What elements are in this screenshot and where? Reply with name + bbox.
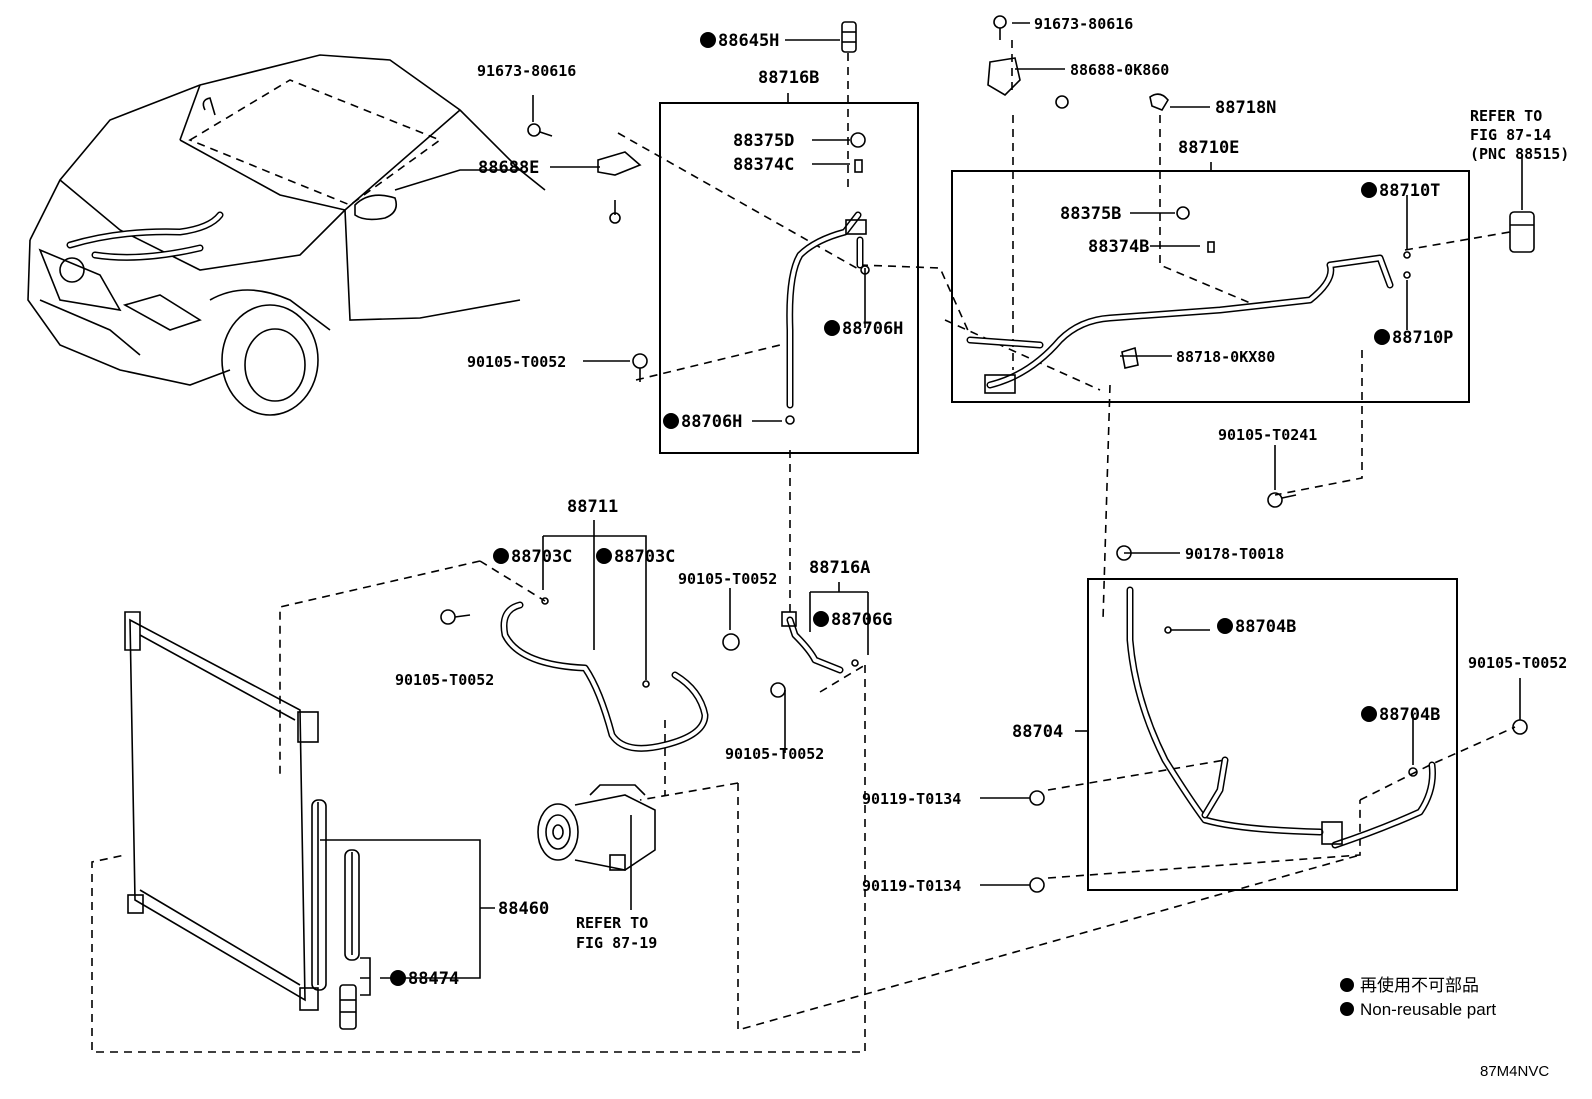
label-90105-T0052-d: 90105-T0052 [725,745,824,763]
non-reusable-dot-88703C-b [596,548,612,564]
clamp-88718N-icon [1149,93,1169,111]
legend-dot-english [1340,1002,1354,1016]
label-88706G: 88706G [831,610,892,630]
solid-leaders [320,22,1523,996]
non-reusable-dot-88706H-b [663,413,679,429]
label-88706H-b: 88706H [681,412,742,432]
label-88718-0KX80: 88718-0KX80 [1176,348,1275,366]
label-91673-80616-right: 91673-80616 [1034,15,1133,33]
refer-87-14-line3: (PNC 88515) [1470,145,1569,163]
compressor-icon [537,784,656,871]
refer-87-14-line2: FIG 87-14 [1470,126,1551,144]
hose-88711-icon [440,597,740,752]
label-90105-T0052-c: 90105-T0052 [395,671,494,689]
label-88375B: 88375B [1060,204,1121,224]
box-88716B [659,102,919,454]
label-88704B-b: 88704B [1379,705,1440,725]
label-88704B-a: 88704B [1235,617,1296,637]
refer-87-19-line1: REFER TO [576,914,648,932]
non-reusable-dot-88645H [700,32,716,48]
legend-japanese-text: 再使用不可部品 [1360,975,1479,995]
non-reusable-dot-88474 [390,970,406,986]
figure-code: 87M4NVC [1480,1063,1549,1080]
bracket-88688-0K860-icon [987,57,1069,109]
label-88704: 88704 [1012,722,1063,742]
box-88704 [1087,578,1458,891]
bolt-91673-80616-left-icon [527,123,553,137]
label-90105-T0052-b: 90105-T0052 [678,570,777,588]
label-90119-T0134-b: 90119-T0134 [862,877,961,895]
label-88718N: 88718N [1215,98,1276,118]
refer-87-19-line2: FIG 87-19 [576,934,657,952]
non-reusable-dot-88704B-a [1217,618,1233,634]
bracket-88688E-icon [597,151,642,224]
part-labels: 88645H 91673-80616 88716B 88375D 88374C … [395,15,1569,989]
label-88716A: 88716A [809,558,870,578]
label-88374C: 88374C [733,155,794,175]
non-reusable-dot-88706G [813,611,829,627]
label-90119-T0134-a: 90119-T0134 [862,790,961,808]
receiver-ref-icon [1509,211,1535,253]
non-reusable-dot-88710P [1374,329,1390,345]
label-88645H: 88645H [718,31,779,51]
label-88711: 88711 [567,497,618,517]
label-88688-0K860: 88688-0K860 [1070,61,1169,79]
dashed-leaders [91,40,1516,1053]
bolt-91673-80616-right-icon [993,15,1007,40]
label-88374B: 88374B [1088,237,1149,257]
pressure-switch-88645H-icon [841,21,857,53]
label-88710P: 88710P [1392,328,1453,348]
vehicle-illustration [27,54,546,416]
refer-87-14-line1: REFER TO [1470,107,1542,125]
hose-88704-icon [1029,545,1528,893]
condenser-88460-icon [124,611,360,1030]
bolt-90105-T0241-icon [1267,492,1297,508]
pipe-88716A-icon [770,611,859,698]
pipe-88716B-icon [785,132,870,425]
non-reusable-markers [390,32,1390,986]
label-90105-T0052-a: 90105-T0052 [467,353,566,371]
non-reusable-dot-88706H-a [824,320,840,336]
label-88688E: 88688E [478,158,539,178]
label-88710E: 88710E [1178,138,1239,158]
legend: 再使用不可部品 Non-reusable part [1340,975,1496,1019]
legend-english-text: Non-reusable part [1360,1000,1496,1019]
non-reusable-dot-88710T [1361,182,1377,198]
label-88703C-a: 88703C [511,547,572,567]
label-88706H-a: 88706H [842,319,903,339]
label-90105-T0241: 90105-T0241 [1218,426,1317,444]
label-90105-T0052-e: 90105-T0052 [1468,654,1567,672]
label-90178-T0018: 90178-T0018 [1185,545,1284,563]
label-88703C-b: 88703C [614,547,675,567]
non-reusable-dot-88704B-b [1361,706,1377,722]
label-88716B: 88716B [758,68,819,88]
label-91673-80616-left: 91673-80616 [477,62,576,80]
label-88474: 88474 [408,969,459,989]
label-88375D: 88375D [733,131,794,151]
label-88460: 88460 [498,899,549,919]
bolt-90105-T0052-a-icon [632,353,648,382]
label-88710T: 88710T [1379,181,1440,201]
legend-dot-japanese [1340,978,1354,992]
non-reusable-dot-88703C-a [493,548,509,564]
pipe-88710E-icon [966,206,1411,394]
